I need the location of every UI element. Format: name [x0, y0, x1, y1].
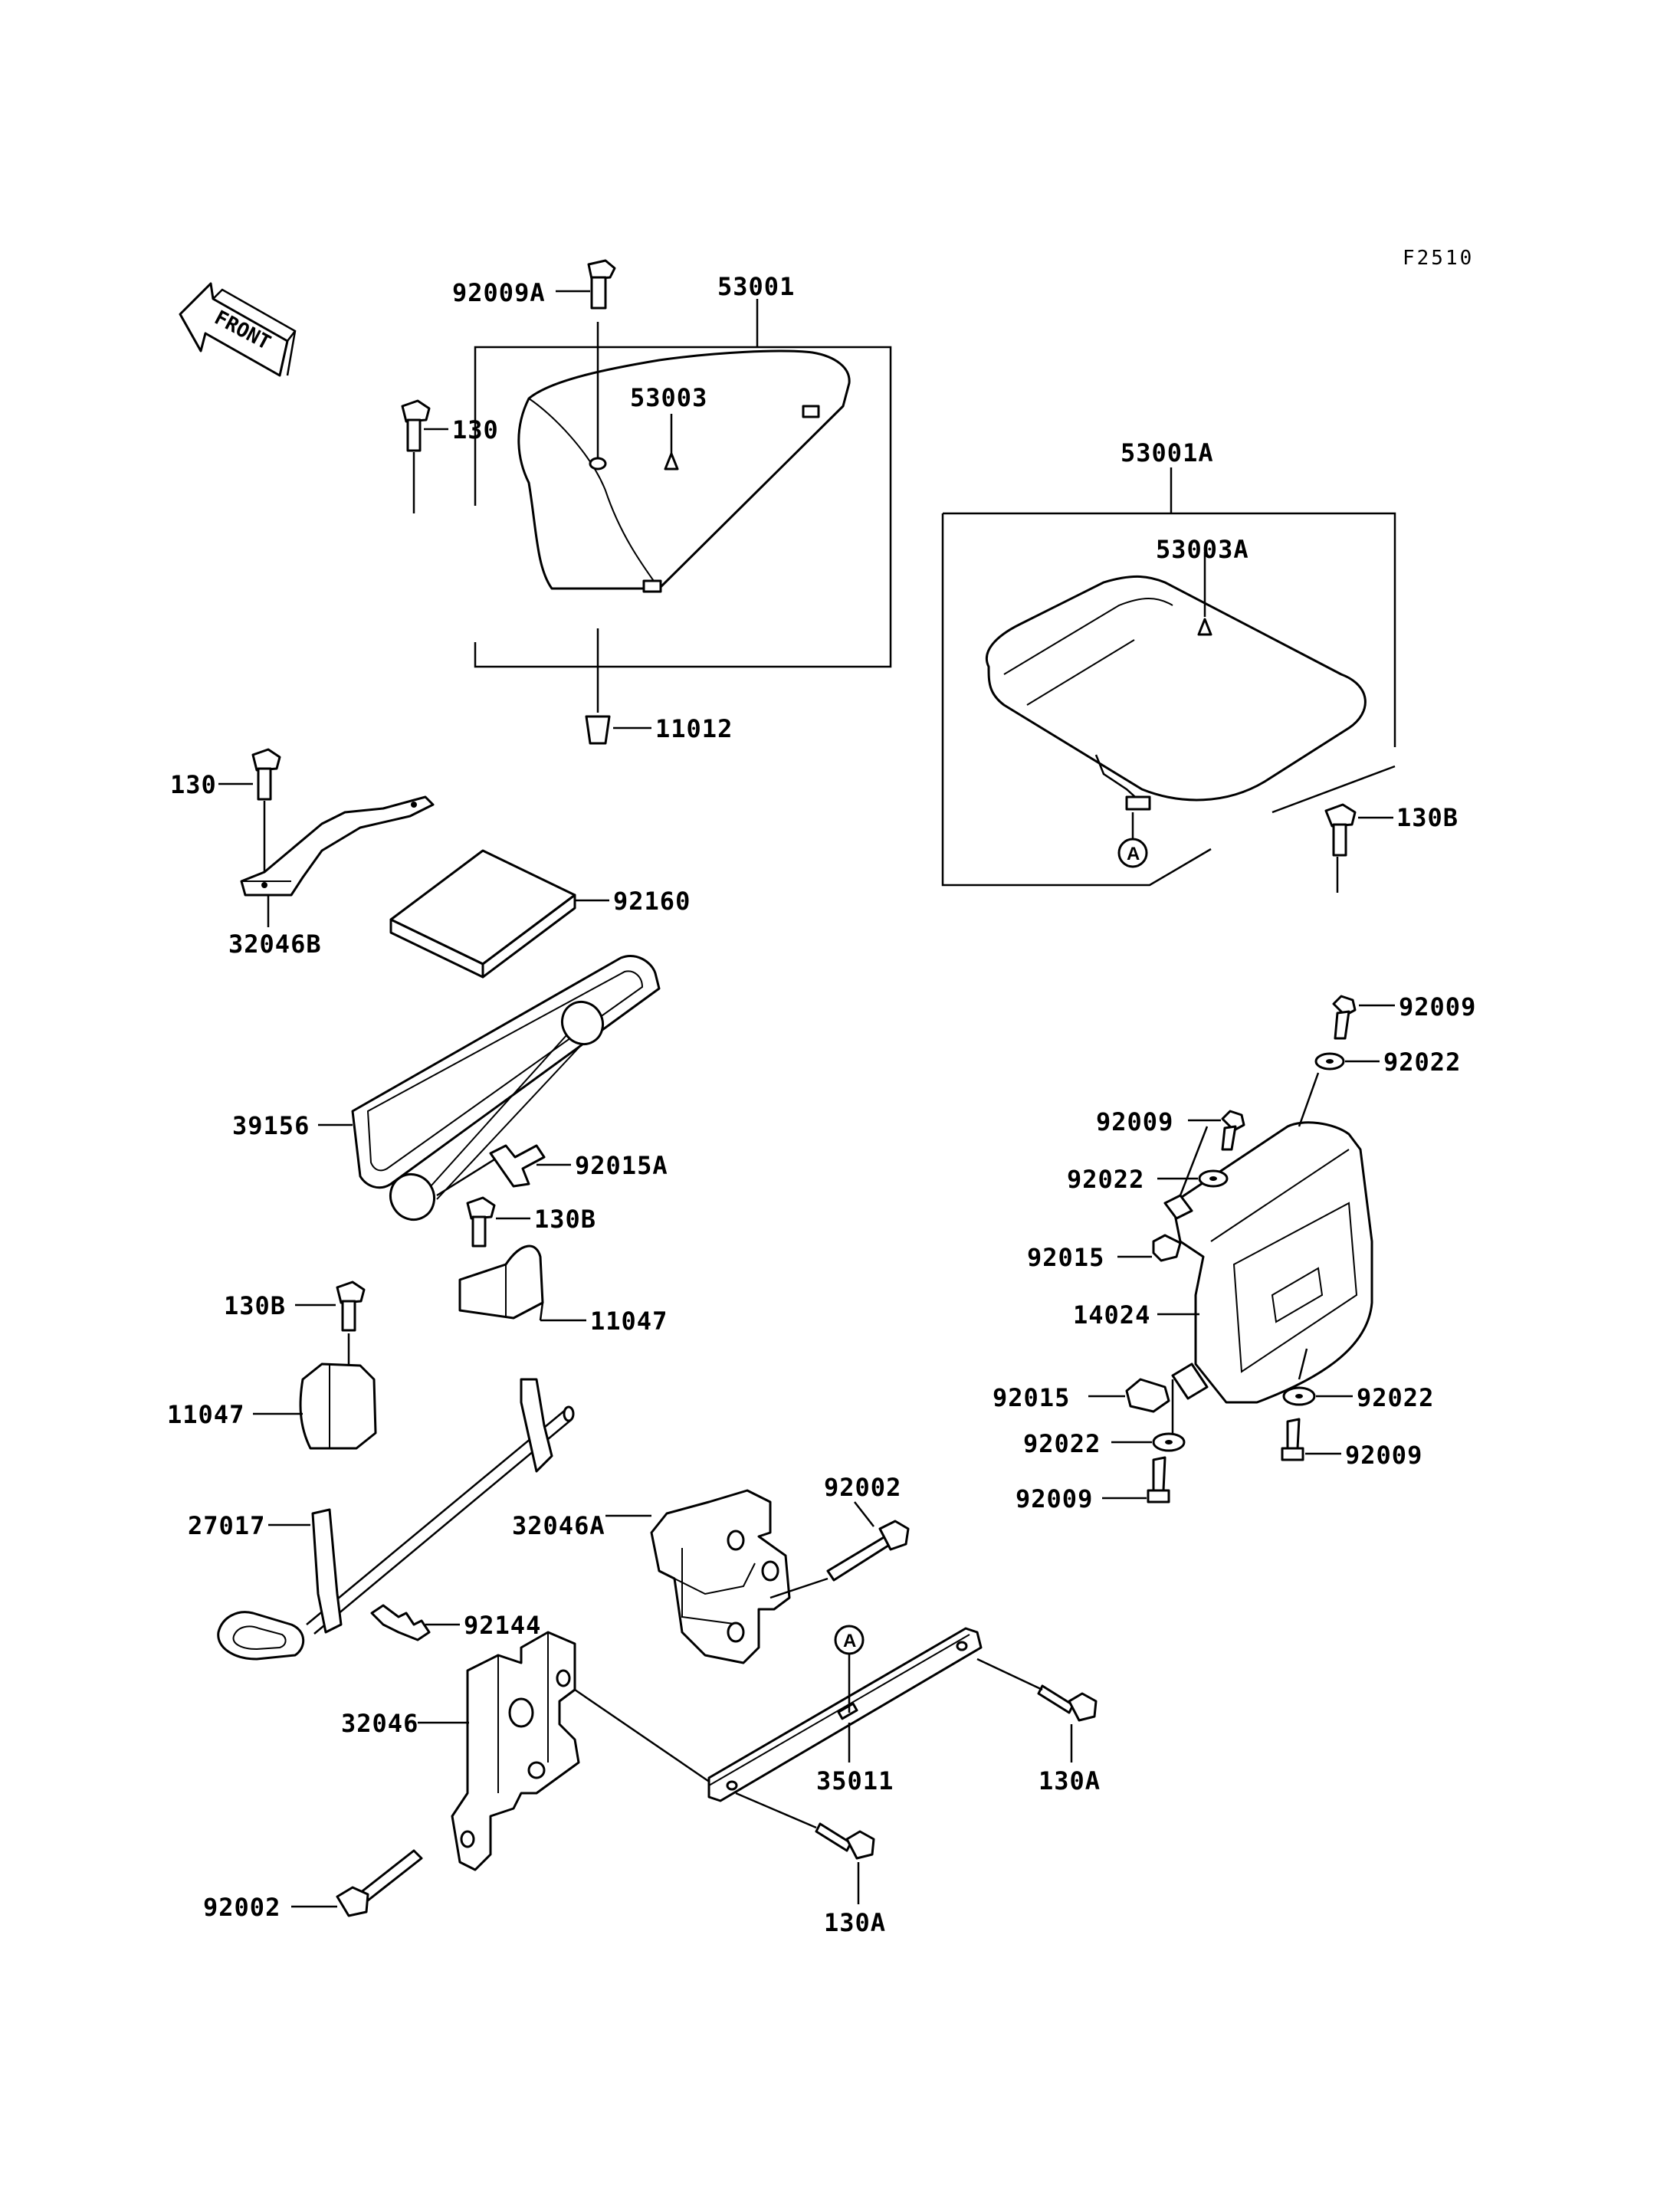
label-92015-upper: 92015 — [1027, 1243, 1104, 1272]
label-92160: 92160 — [613, 887, 691, 916]
label-92144: 92144 — [464, 1611, 541, 1640]
label-53001: 53001 — [717, 272, 795, 301]
label-11012: 11012 — [655, 714, 733, 743]
ref-marker-a-rail: A — [843, 1631, 856, 1651]
bracket-32046A — [605, 1489, 791, 1664]
label-130B-mid: 130B — [534, 1205, 596, 1234]
clip-11047-lower — [253, 1280, 377, 1450]
bolt-92002-lower — [291, 1849, 423, 1917]
holder-39156 — [318, 955, 661, 1221]
label-11047-lower: 11047 — [167, 1400, 244, 1429]
label-92015A: 92015A — [575, 1151, 668, 1180]
label-32046A: 32046A — [512, 1511, 605, 1540]
spring-92144 — [370, 1604, 460, 1641]
front-arrow-icon: FRONT — [179, 282, 297, 377]
cover-14024-group — [1088, 995, 1395, 1503]
label-92022-lower-right: 92022 — [1357, 1383, 1434, 1412]
label-32046B: 32046B — [228, 930, 322, 959]
label-92002-upper: 92002 — [824, 1473, 901, 1502]
label-92009A: 92009A — [452, 278, 546, 307]
label-32046: 32046 — [341, 1709, 418, 1738]
label-53003A: 53003A — [1156, 535, 1249, 564]
label-92009-upper-left: 92009 — [1096, 1107, 1173, 1136]
label-130A-lower: 130A — [824, 1908, 886, 1937]
label-11047-upper: 11047 — [590, 1307, 668, 1336]
label-39156: 39156 — [232, 1111, 310, 1140]
seat-53001A-group: A — [941, 467, 1396, 893]
bracket-32046B-group — [218, 399, 448, 927]
rail-35011: A — [707, 1625, 1098, 1904]
label-35011: 35011 — [816, 1766, 894, 1795]
label-14024: 14024 — [1073, 1300, 1150, 1330]
label-92022-top-right: 92022 — [1383, 1048, 1461, 1077]
label-130-upper: 130 — [452, 415, 499, 444]
label-92002-lower: 92002 — [203, 1893, 281, 1922]
label-92009-lower-right: 92009 — [1345, 1441, 1422, 1470]
label-92022-lower-left: 92022 — [1023, 1429, 1101, 1458]
label-92015-lower: 92015 — [993, 1383, 1070, 1412]
label-27017: 27017 — [188, 1511, 265, 1540]
bolt-92002-upper — [769, 1501, 910, 1599]
ref-marker-a-seat: A — [1127, 844, 1140, 864]
rod-27017 — [217, 1378, 575, 1661]
label-53001A: 53001A — [1121, 438, 1214, 467]
figure-id: F2510 — [1403, 247, 1474, 270]
label-130B-seat: 130B — [1396, 803, 1459, 832]
bracket-32046 — [418, 1631, 721, 1871]
clip-11047-upper — [458, 1196, 586, 1322]
label-130A-right: 130A — [1039, 1766, 1101, 1795]
label-53003: 53003 — [630, 383, 707, 412]
label-92022-upper-left: 92022 — [1067, 1165, 1144, 1194]
label-130B-left: 130B — [224, 1291, 286, 1320]
seat-53001-group — [474, 259, 892, 745]
label-92009-top-right: 92009 — [1399, 992, 1476, 1021]
pad-92160 — [389, 849, 609, 979]
label-130-left: 130 — [170, 770, 217, 799]
label-92009-lower-left: 92009 — [1016, 1484, 1093, 1513]
